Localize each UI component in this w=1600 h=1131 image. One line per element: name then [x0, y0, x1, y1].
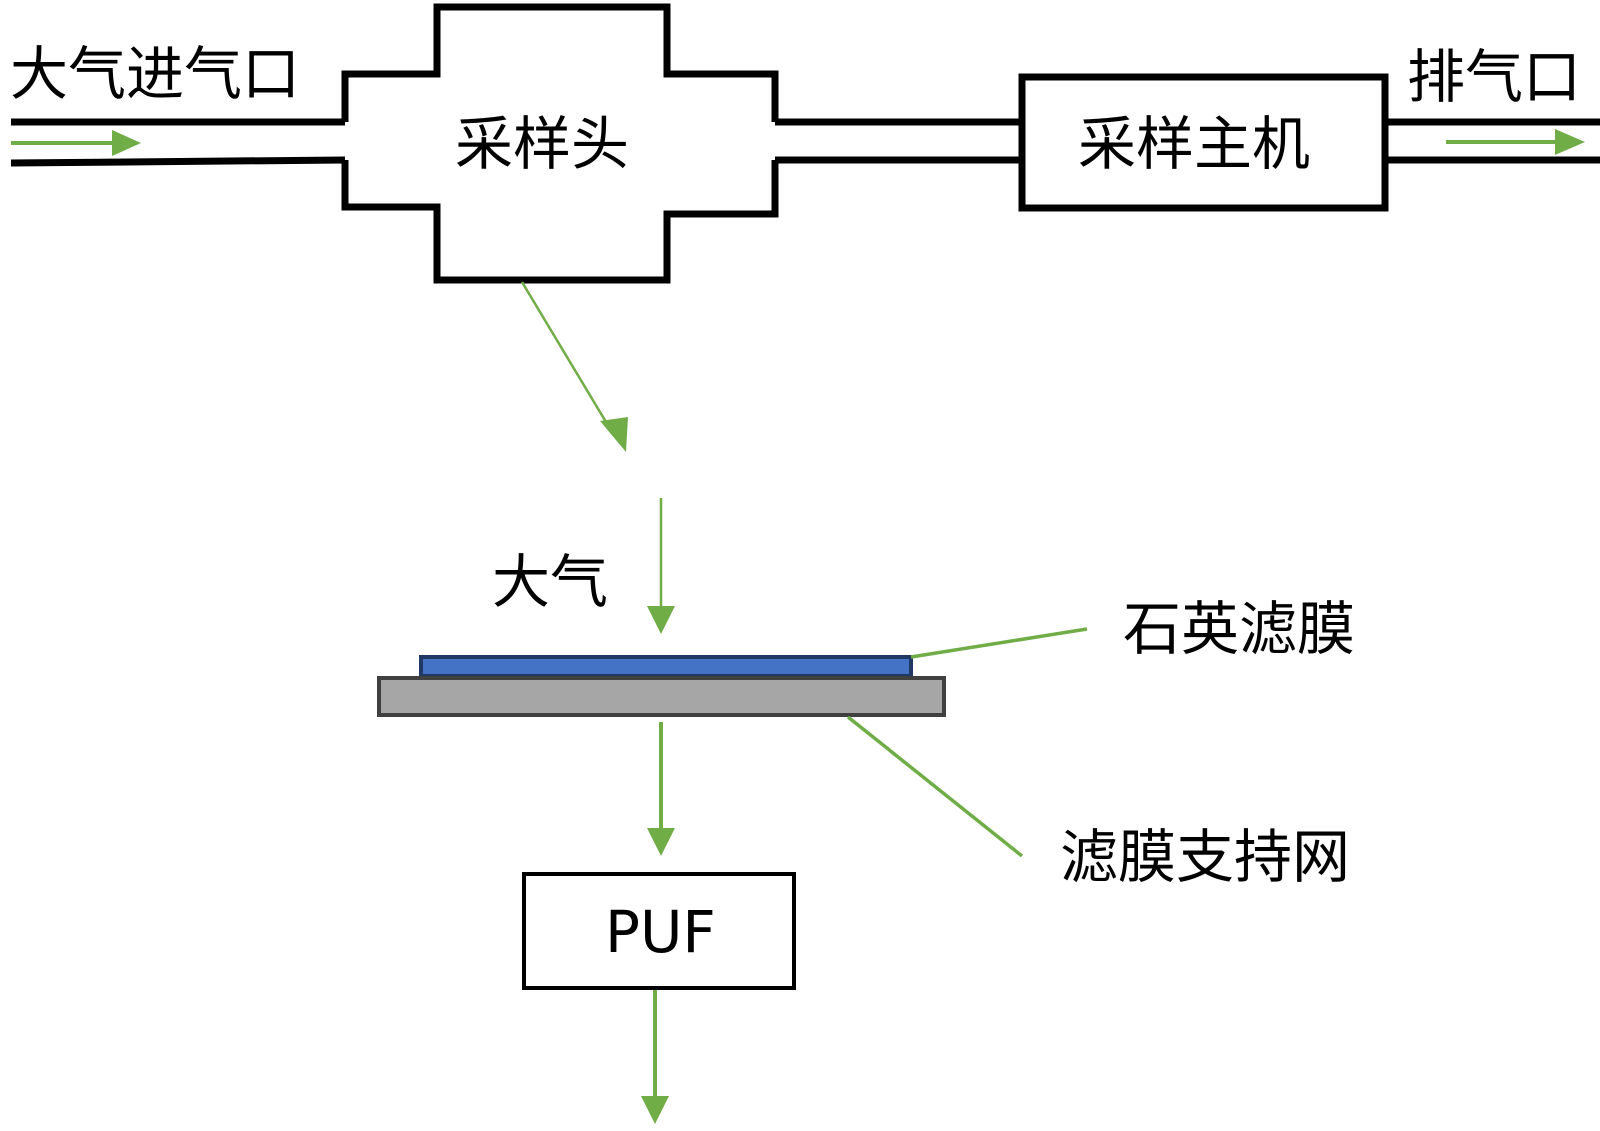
connecting-pipe — [775, 118, 1022, 164]
puf-exit-flow-arrow — [641, 990, 669, 1124]
atmosphere-flow-arrow — [647, 498, 675, 634]
inlet-label: 大气进气口 — [10, 40, 301, 108]
quartz-filter-layer — [419, 655, 913, 678]
atmosphere-label: 大气 — [492, 548, 609, 616]
filter-support-leader — [846, 715, 1024, 858]
detail-zoom-arrow — [520, 281, 628, 452]
puf-label: PUF — [605, 898, 716, 966]
inlet-flow-arrow — [11, 130, 141, 156]
sampling-head-label: 采样头 — [455, 110, 630, 178]
sampling-host-box — [1018, 73, 1389, 212]
quartz-filter-label: 石英滤膜 — [1123, 595, 1356, 663]
outlet-label: 排气口 — [1407, 43, 1582, 111]
outlet-pipe — [1385, 118, 1600, 164]
filter-support-label: 滤膜支持网 — [1060, 823, 1351, 891]
filter-support-layer — [377, 676, 946, 717]
inlet-pipe — [10, 118, 346, 167]
sampling-head-chamber — [341, 3, 779, 284]
to-puf-flow-arrow — [647, 722, 675, 856]
quartz-filter-leader — [910, 627, 1088, 659]
sampling-host-label: 采样主机 — [1078, 110, 1311, 178]
puf-box — [522, 872, 796, 990]
outlet-flow-arrow — [1446, 129, 1585, 155]
